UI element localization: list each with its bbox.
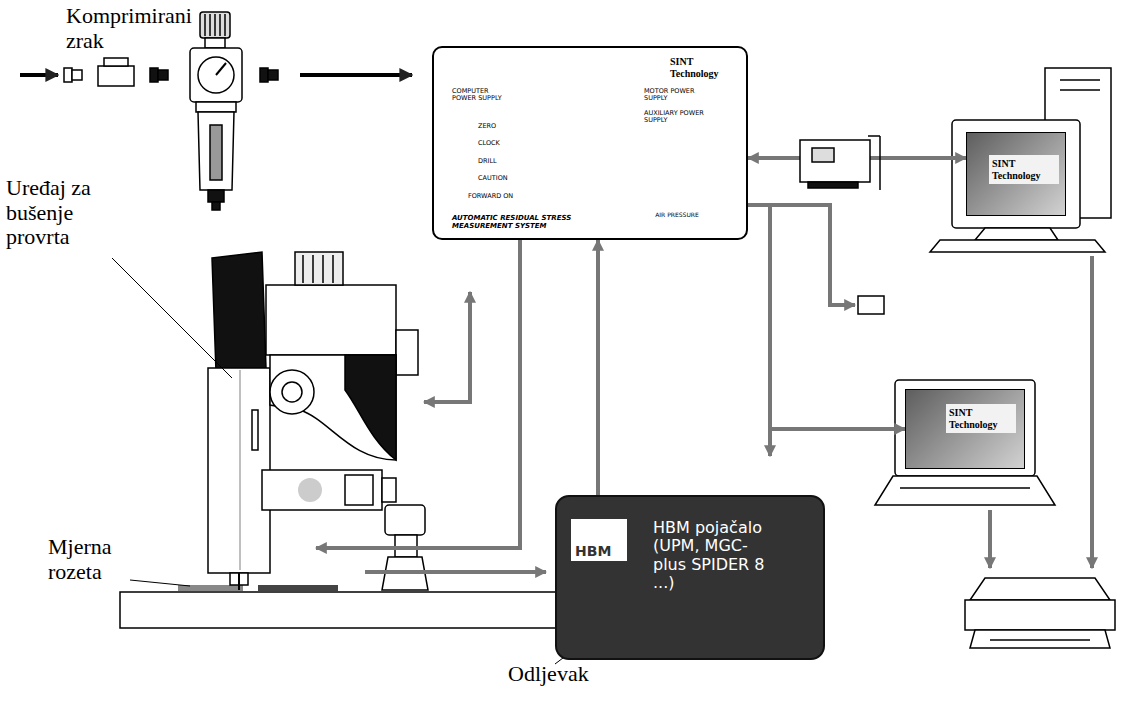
control-unit: SINT TechnologyCOMPUTER POWER SUPPLY MOTO… (432, 46, 748, 240)
panel-title: AUTOMATIC RESIDUAL STRESS MEASUREMENT SY… (452, 214, 602, 230)
part-label: Komprimirani zrak (66, 4, 206, 53)
filter-regulator (190, 12, 242, 210)
printer (965, 578, 1115, 648)
hbm-amplifier: HBM HBM pojačalo (UPM, MGC-plus SPIDER 8 … (555, 495, 825, 660)
laptop (875, 380, 1055, 505)
drilling-device (208, 252, 428, 590)
panel-label: DRILL (478, 158, 518, 165)
leader-line (112, 258, 600, 664)
cable (258, 585, 338, 591)
panel-label: COMPUTER POWER SUPPLY (452, 88, 514, 103)
pci-card (800, 136, 880, 190)
panel-label: CLOCK (478, 140, 518, 147)
signal-connector (748, 205, 905, 429)
gauge-label: AIR PRESSURE (642, 212, 712, 219)
brand-logo: SINT Technology (946, 404, 1016, 433)
laptop-screen: SINT Technology (905, 389, 1025, 469)
brand-logo: SINT Technology (670, 56, 736, 79)
panel-label: MOTOR POWER SUPPLY (644, 88, 706, 103)
device-name: HBM pojačalo (UPM, MGC-plus SPIDER 8 ...… (653, 519, 773, 593)
interface-card (858, 296, 884, 314)
panel-label: AUXILIARY POWER SUPPLY (644, 110, 710, 125)
panel-label: CAUTION (478, 175, 528, 182)
brand-logo: HBM (571, 519, 627, 561)
monitor-screen: SINT Technology (966, 132, 1066, 216)
part-label: Mjerna rozeta (48, 535, 148, 584)
part-label: Odljevak (508, 662, 618, 687)
panel-label: FORWARD ON (468, 193, 524, 200)
panel-label: ZERO (478, 123, 518, 130)
brand-logo: SINT Technology (989, 155, 1059, 184)
signal-connector (596, 240, 600, 495)
part-label: Uređaj za bušenje provrta (6, 176, 124, 250)
